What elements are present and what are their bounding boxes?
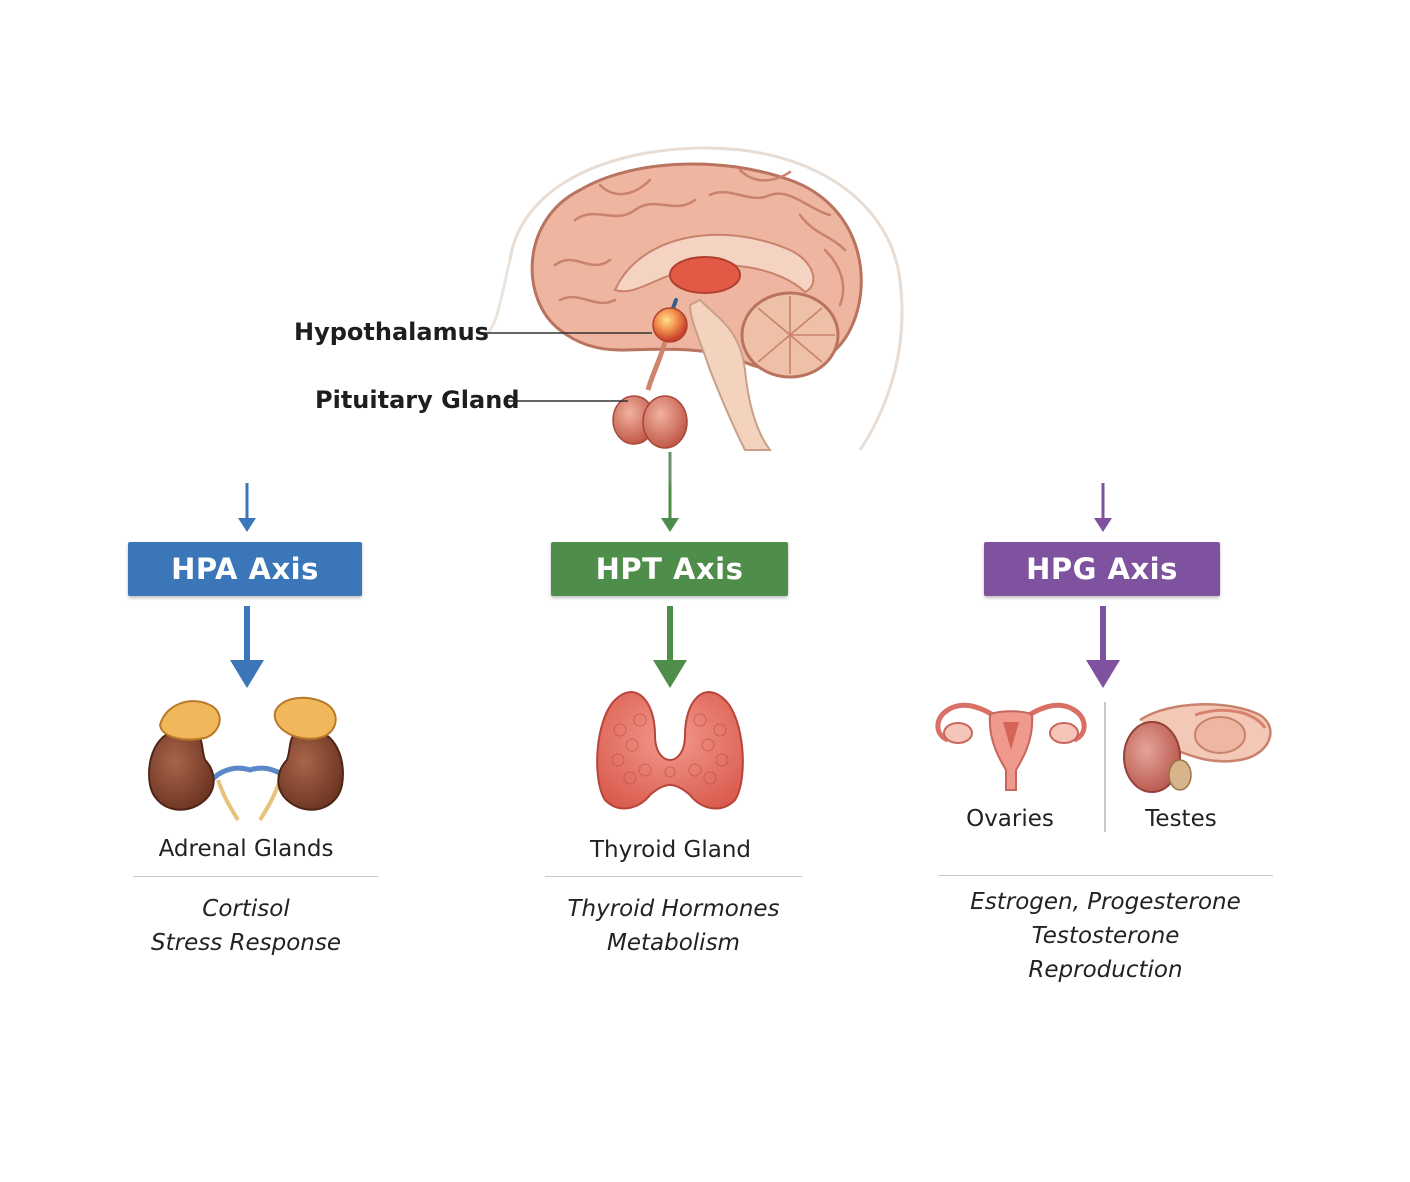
hormone-line: Thyroid Hormones (567, 896, 780, 922)
pituitary-label: Pituitary Gland (315, 386, 520, 414)
testes-label: Testes (1145, 806, 1217, 832)
thyroid-icon (596, 691, 744, 810)
ovaries-icon (935, 702, 1087, 791)
pituitary-icon (612, 395, 688, 449)
hormone-line: Estrogen, Progesterone (970, 889, 1241, 915)
hpt-axis-box: HPT Axis (551, 542, 788, 596)
axis-connectors (238, 452, 1112, 532)
adrenal-glands-label: Adrenal Glands (158, 836, 334, 862)
hypothalamus-label: Hypothalamus (294, 318, 489, 346)
hpg-down-arrow (1086, 606, 1120, 688)
hpa-hormones: Cortisol Stress Response (130, 892, 362, 960)
hormone-line: Cortisol (202, 896, 290, 922)
hpg-axis-box: HPG Axis (984, 542, 1220, 596)
hormone-line: Stress Response (151, 930, 341, 956)
hormone-line: Reproduction (1028, 957, 1183, 983)
hpt-divider (545, 876, 802, 877)
hpa-axis-box: HPA Axis (128, 542, 362, 596)
hypothalamus-icon (652, 307, 688, 343)
hpg-hormones: Estrogen, Progesterone Testosterone Repr… (938, 885, 1273, 987)
brain-icon (530, 162, 863, 451)
hormone-line: Metabolism (607, 930, 740, 956)
testes-icon (1123, 703, 1272, 793)
hpa-down-arrow (230, 606, 264, 688)
hpt-hormones: Thyroid Hormones Metabolism (545, 892, 802, 960)
hpa-divider (133, 876, 378, 877)
head-silhouette (479, 146, 904, 451)
ovaries-label: Ovaries (966, 806, 1054, 832)
hpt-down-arrow (653, 606, 687, 688)
thyroid-gland-label: Thyroid Gland (589, 837, 752, 863)
adrenal-kidney-icon (148, 696, 344, 822)
hpg-divider (938, 875, 1273, 876)
hormone-line: Testosterone (1031, 923, 1180, 949)
